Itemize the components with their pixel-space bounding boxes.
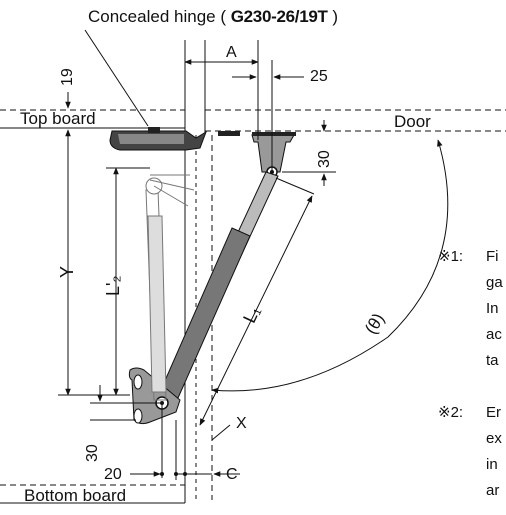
bottom-board-label: Bottom board bbox=[24, 486, 127, 505]
dim-y-line bbox=[58, 129, 130, 396]
note-1-line-2: ga bbox=[486, 274, 503, 291]
dim-19-label: 19 bbox=[59, 68, 76, 86]
door-closed bbox=[205, 109, 506, 132]
dim-30-top-label: 30 bbox=[316, 150, 333, 168]
note-2: ※2: Er ex in ar bbox=[438, 400, 502, 504]
dim-a-label: A bbox=[226, 44, 237, 61]
gas-stay-closed-ghost bbox=[145, 174, 195, 401]
dim-25-label: 25 bbox=[310, 68, 328, 85]
dim-y-label: Y bbox=[57, 265, 77, 278]
dim-30-bottom-line bbox=[90, 385, 160, 421]
bottom-board bbox=[0, 484, 186, 504]
angle-arc bbox=[211, 139, 449, 394]
note-1-line-4: ac bbox=[486, 326, 502, 343]
note-2-line-3: in bbox=[486, 456, 498, 473]
note-2-line-2: ex bbox=[486, 430, 502, 447]
note-2-line-4: ar bbox=[486, 482, 500, 499]
title-leader-line bbox=[84, 29, 149, 127]
title-prefix: Concealed hinge ( bbox=[88, 7, 226, 26]
note-1: ※1: Fi ga In ac ta bbox=[438, 244, 503, 374]
title-suffix: ) bbox=[332, 7, 338, 26]
dim-l2-line bbox=[106, 167, 150, 396]
note-2-mark: ※2: bbox=[438, 404, 464, 421]
note-1-mark: ※1: bbox=[438, 248, 464, 265]
door-label: Door bbox=[394, 112, 431, 131]
dim-bottom-lines bbox=[130, 403, 240, 480]
note-2-line-1: Er bbox=[486, 404, 501, 421]
top-board-label: Top board bbox=[20, 109, 96, 128]
concealed-hinge bbox=[109, 127, 240, 151]
note-1-line-1: Fi bbox=[486, 248, 499, 265]
dim-x-label: X bbox=[236, 415, 247, 432]
note-1-line-3: In bbox=[486, 300, 499, 317]
diagram-title: Concealed hinge ( G230-26/19T ) bbox=[88, 8, 338, 26]
door-bracket bbox=[251, 132, 296, 178]
gas-stay-open bbox=[159, 171, 279, 406]
dim-l2-label: L'₂ bbox=[103, 275, 123, 296]
side-panel bbox=[184, 40, 213, 500]
note-1-line-5: ta bbox=[486, 352, 499, 369]
dim-20-label: 20 bbox=[104, 466, 122, 483]
dim-c-label: C bbox=[226, 466, 238, 483]
title-model: G230-26/19T bbox=[230, 7, 328, 26]
dim-30-bottom-label: 30 bbox=[84, 444, 101, 462]
dim-a-line bbox=[184, 40, 259, 140]
